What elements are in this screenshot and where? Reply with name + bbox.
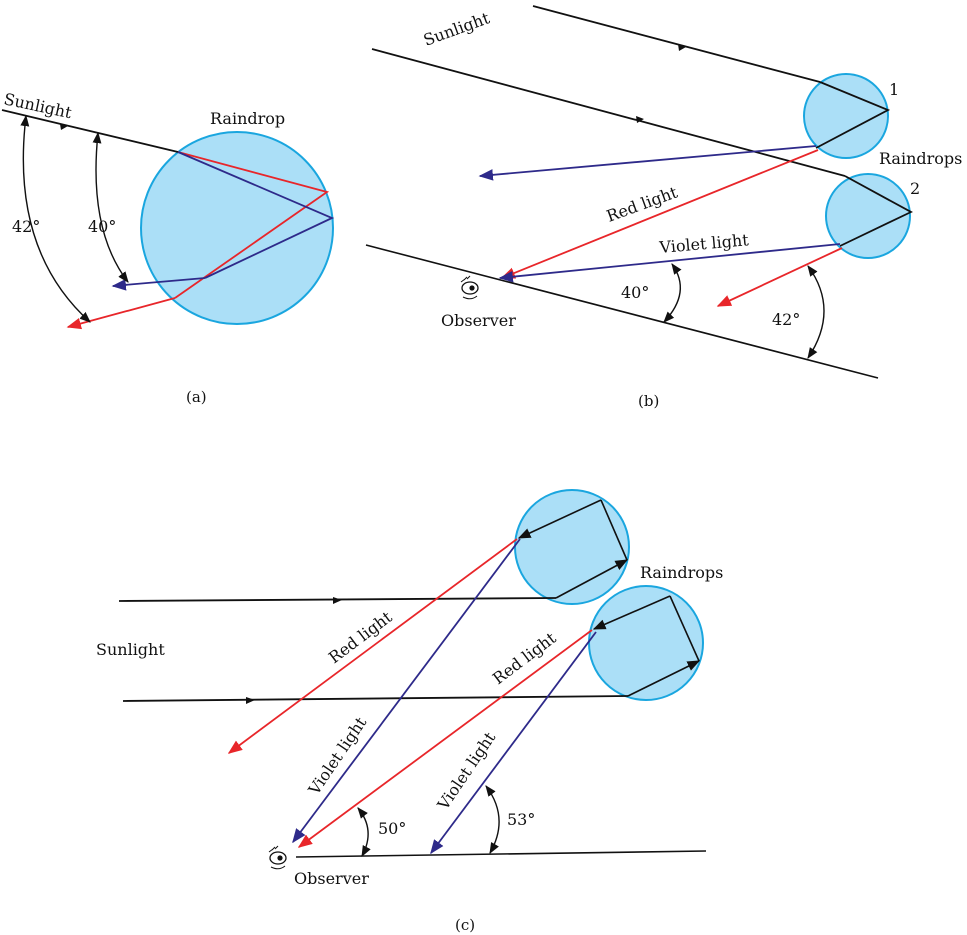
- sunlight-ray-1: [532, 5, 821, 83]
- sunlight-ray-2-inside: [839, 175, 913, 247]
- raindrop-1: [514, 489, 630, 605]
- drop-2-reflection-2: [592, 595, 671, 630]
- sunlight-direction-arrow-1: [333, 597, 342, 604]
- violet-light-label-1: Violet light: [304, 713, 371, 799]
- drop-2-entry-path: [627, 660, 701, 697]
- violet-ray-drop-2: [498, 243, 841, 283]
- red-light-label: Red light: [604, 182, 681, 225]
- raindrops-label: Raindrops: [879, 149, 962, 168]
- red-exit-ray: [66, 297, 176, 330]
- caption-a: (a): [186, 388, 207, 406]
- panel-a: Sunlight Raindrop 42° 40° (a): [1, 89, 335, 406]
- raindrop-1: [803, 73, 889, 159]
- sunlight-direction-arrow-2: [636, 116, 644, 123]
- panel-c: Sunlight Raindrops Red light Red light V…: [96, 489, 723, 934]
- angle-arc-42: [807, 265, 825, 359]
- violet-exit-ray: [111, 277, 206, 291]
- angle-arc-40: [663, 263, 682, 323]
- observer-eye-icon: [268, 845, 287, 870]
- violet-ray-drop-1: [478, 145, 817, 181]
- raindrop: [140, 131, 334, 325]
- sunlight-ray-1-inside: [815, 81, 891, 149]
- caption-b: (b): [638, 392, 659, 410]
- sunlight-ray-2: [371, 48, 846, 177]
- sunlight-direction-arrow-2: [246, 697, 255, 704]
- sunlight-label: Sunlight: [2, 89, 74, 122]
- raindrop-2: [825, 173, 911, 259]
- red-ray-drop-1: [500, 149, 819, 279]
- angle-red-label: 42°: [12, 217, 40, 236]
- ground-line: [295, 850, 707, 858]
- sunlight-label: Sunlight: [421, 8, 493, 50]
- violet-ray-inside: [177, 151, 335, 279]
- drop-1-entry-path: [555, 559, 629, 599]
- observer-eye-icon: [460, 275, 479, 300]
- angle-violet-label: 40°: [88, 217, 116, 236]
- drop-1-reflection-1: [600, 499, 628, 561]
- angle-red-label: 50°: [378, 819, 406, 838]
- violet-light-label: Violet light: [658, 230, 750, 257]
- sunlight-direction-arrow-1: [678, 44, 686, 51]
- sunlight-ray-2: [122, 695, 629, 702]
- angle-violet-label: 53°: [507, 810, 535, 829]
- angle-red-label: 42°: [772, 310, 800, 329]
- red-ray-drop-1: [227, 538, 518, 754]
- raindrops-label: Raindrops: [640, 563, 723, 582]
- angle-arc-53: [485, 785, 500, 854]
- observer-label: Observer: [294, 869, 369, 888]
- angle-violet-label: 40°: [621, 283, 649, 302]
- drop-1-reflection-2: [517, 499, 602, 539]
- ground-line: [365, 244, 879, 379]
- red-ray-drop-2: [716, 247, 843, 307]
- raindrop-2: [588, 585, 704, 701]
- red-ray-drop-2: [297, 629, 593, 848]
- angle-arc-50: [357, 807, 371, 857]
- red-ray-inside: [174, 151, 330, 299]
- angle-arc-40: [92, 131, 129, 283]
- observer-label: Observer: [441, 311, 516, 330]
- violet-ray-drop-2: [430, 631, 597, 855]
- sunlight-ray: [1, 109, 179, 153]
- panel-b: Sunlight 1 2 Raindrops Red light Violet …: [365, 5, 962, 410]
- drop-1-label: 1: [889, 80, 899, 99]
- drop-2-label: 2: [910, 179, 920, 198]
- raindrop-label: Raindrop: [210, 109, 285, 128]
- sunlight-label: Sunlight: [96, 640, 165, 659]
- drop-2-reflection-1: [669, 595, 700, 662]
- angle-arc-42: [20, 114, 91, 323]
- caption-c: (c): [455, 916, 475, 934]
- violet-ray-drop-1: [292, 538, 521, 844]
